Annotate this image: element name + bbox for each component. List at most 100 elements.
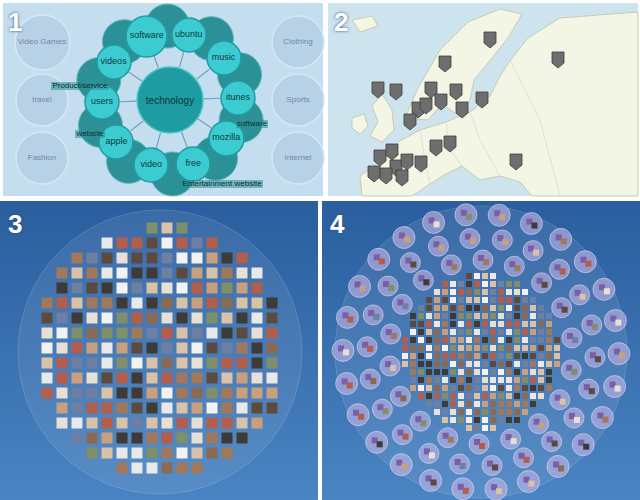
photo-thumbnail — [426, 313, 432, 319]
node-text: Clothing — [283, 38, 312, 47]
photo-thumbnail — [466, 393, 472, 399]
photo-thumbnail — [410, 353, 416, 359]
photo-thumbnail — [538, 353, 544, 359]
photo-thumbnail — [162, 253, 173, 264]
map-marker — [386, 144, 398, 160]
photo-thumbnail — [57, 418, 68, 429]
photo-thumbnail — [426, 305, 432, 311]
photo-thumbnail — [252, 358, 263, 369]
photo-thumbnail — [482, 281, 488, 287]
photo-thumbnail — [498, 369, 504, 375]
category-label: Product/service — [51, 82, 108, 91]
photo-thumbnail — [426, 321, 432, 327]
photo-thumbnail — [466, 425, 472, 431]
map-marker — [450, 84, 462, 100]
photo-thumbnail — [102, 373, 113, 384]
photo-thumbnail — [546, 353, 552, 359]
photo-thumbnail — [237, 313, 248, 324]
photo-bubble — [455, 204, 477, 226]
spoke-line — [131, 121, 144, 131]
photo-thumbnail — [619, 353, 625, 359]
photo-thumbnail — [498, 385, 504, 391]
node-text: Internet — [284, 154, 311, 163]
photo-thumbnail — [442, 321, 448, 327]
photo-thumbnail — [132, 283, 143, 294]
photo-thumbnail — [533, 250, 539, 256]
photo-thumbnail — [522, 409, 528, 415]
photo-thumbnail — [57, 268, 68, 279]
photo-thumbnail — [402, 361, 408, 367]
photo-thumbnail — [87, 448, 98, 459]
photo-thumbnail — [426, 329, 432, 335]
photo-thumbnail — [466, 353, 472, 359]
photo-thumbnail — [102, 403, 113, 414]
photo-thumbnail — [458, 297, 464, 303]
photo-thumbnail — [466, 401, 472, 407]
photo-thumbnail — [418, 353, 424, 359]
photo-thumbnail — [458, 321, 464, 327]
photo-thumbnail — [162, 343, 173, 354]
photo-thumbnail — [466, 361, 472, 367]
photo-thumbnail — [506, 289, 512, 295]
node-text: Sports — [286, 96, 309, 105]
photo-thumbnail — [492, 464, 498, 470]
photo-thumbnail — [102, 343, 113, 354]
photo-thumbnail — [558, 465, 564, 471]
photo-thumbnail — [538, 313, 544, 319]
photo-thumbnail — [466, 329, 472, 335]
photo-thumbnail — [498, 321, 504, 327]
photo-thumbnail — [474, 417, 480, 423]
photo-thumbnail — [222, 343, 233, 354]
photo-thumbnail — [490, 305, 496, 311]
photo-thumbnail — [506, 329, 512, 335]
photo-thumbnail — [434, 369, 440, 375]
photo-thumbnail — [237, 358, 248, 369]
photo-thumbnail — [514, 377, 520, 383]
photo-thumbnail — [506, 377, 512, 383]
photo-thumbnail — [482, 425, 488, 431]
photo-thumbnail — [466, 313, 472, 319]
photo-thumbnail — [267, 388, 278, 399]
photo-thumbnail — [530, 377, 536, 383]
photo-thumbnail — [87, 268, 98, 279]
map-marker — [444, 136, 456, 152]
photo-thumbnail — [192, 238, 203, 249]
photo-thumbnail — [177, 388, 188, 399]
photo-thumbnail — [377, 441, 383, 447]
photo-thumbnail — [514, 393, 520, 399]
photo-thumbnail — [450, 337, 456, 343]
photo-bubble — [485, 478, 507, 500]
photo-bubble — [378, 276, 398, 296]
photo-bubble — [585, 347, 605, 367]
photo-thumbnail — [466, 345, 472, 351]
photo-thumbnail — [390, 365, 396, 371]
photo-thumbnail — [367, 346, 373, 352]
photo-thumbnail — [102, 433, 113, 444]
photo-thumbnail — [538, 385, 544, 391]
photo-thumbnail — [450, 313, 456, 319]
photo-thumbnail — [132, 418, 143, 429]
photo-thumbnail — [87, 298, 98, 309]
photo-thumbnail — [514, 289, 520, 295]
photo-thumbnail — [546, 377, 552, 383]
photo-thumbnail — [418, 337, 424, 343]
photo-thumbnail — [514, 361, 520, 367]
panel-number: 2 — [334, 8, 348, 37]
photo-thumbnail — [450, 297, 456, 303]
photo-thumbnail — [546, 369, 552, 375]
photo-thumbnail — [410, 385, 416, 391]
photo-thumbnail — [147, 313, 158, 324]
map-marker — [439, 56, 451, 72]
photo-thumbnail — [522, 401, 528, 407]
photo-thumbnail — [267, 313, 278, 324]
photo-thumbnail — [147, 418, 158, 429]
map-marker — [435, 94, 447, 110]
circle-shape — [134, 148, 168, 182]
photo-thumbnail — [442, 393, 448, 399]
photo-bubble — [380, 356, 400, 376]
photo-thumbnail — [442, 361, 448, 367]
photo-thumbnail — [498, 393, 504, 399]
photo-thumbnail — [522, 385, 528, 391]
photo-bubble — [579, 379, 599, 399]
photo-thumbnail — [177, 223, 188, 234]
